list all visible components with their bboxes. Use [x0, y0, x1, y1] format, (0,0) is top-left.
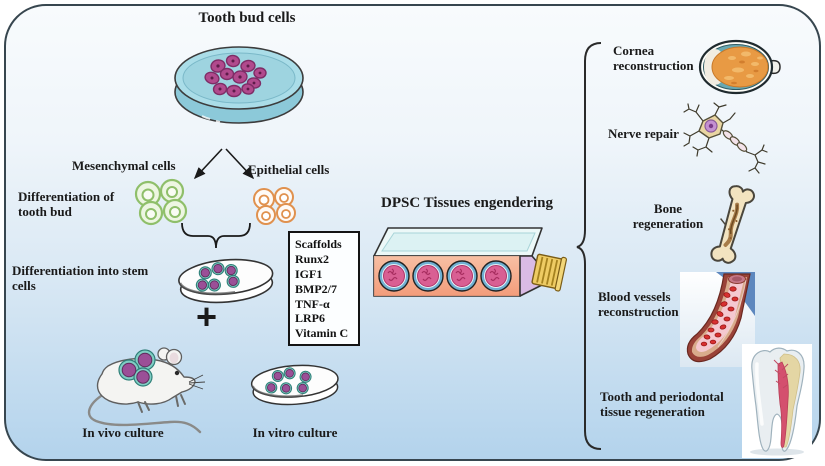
culture-flask-illustration: [373, 227, 568, 297]
factor-item: IGF1: [295, 266, 323, 281]
mesenchymal-cells-illustration: [134, 178, 188, 226]
in-vitro-culture-label: In vitro culture: [252, 425, 338, 440]
factor-item: TNF-α: [295, 296, 330, 311]
differentiation-of-tooth-bud-label: Differentiation of tooth bud: [18, 189, 115, 219]
tooth-bud-petri-dish-illustration: [174, 46, 304, 124]
factor-item: Scaffolds: [295, 237, 342, 251]
plus-symbol: +: [196, 296, 218, 337]
in-vitro-dish-illustration: [250, 364, 339, 406]
factor-item: LRP6: [295, 311, 325, 326]
blood-vessel-icon: [680, 272, 755, 367]
dpsc-tissues-label: DPSC Tissues engendering: [381, 195, 553, 211]
nerve-repair-label: Nerve repair: [608, 126, 679, 141]
mouse-illustration: [87, 347, 206, 434]
split-arrows: [193, 148, 255, 180]
tooth-bud-cells-label: Tooth bud cells: [198, 10, 296, 26]
tooth-icon: [742, 344, 812, 458]
flask-colonies: [378, 260, 512, 292]
tooth-periodontal-label: Tooth and periodontal tissue regeneratio…: [600, 389, 724, 419]
factor-item: BMP2/7: [295, 281, 337, 296]
in-vivo-culture-label: In vivo culture: [82, 425, 164, 440]
eye-icon: [698, 39, 781, 95]
blood-vessels-label: Blood vessels reconstruction: [598, 289, 679, 319]
flask-cap: [531, 253, 568, 292]
neuron-icon: [683, 102, 768, 174]
factors-box: Scaffolds Runx2 IGF1 BMP2/7 TNF-α LRP6 V…: [288, 231, 360, 347]
gather-brace: [181, 222, 251, 249]
applications-brace: [576, 42, 602, 450]
factor-item: Vitamin C: [295, 326, 349, 341]
cornea-reconstruction-label: Cornea reconstruction: [613, 43, 694, 73]
factor-item: Runx2: [295, 251, 330, 266]
bone-regeneration-label: Bone regeneration: [632, 201, 704, 231]
epithelial-cells-label: Epithelial cells: [248, 162, 330, 177]
stem-cell-dish-illustration: [178, 258, 274, 304]
epithelial-cells-illustration: [253, 187, 296, 225]
mesenchymal-cells-label: Mesenchymal cells: [72, 158, 176, 173]
differentiation-into-stem-cells-label: Differentiation into stem cells: [12, 263, 149, 293]
bone-icon: [710, 185, 755, 264]
